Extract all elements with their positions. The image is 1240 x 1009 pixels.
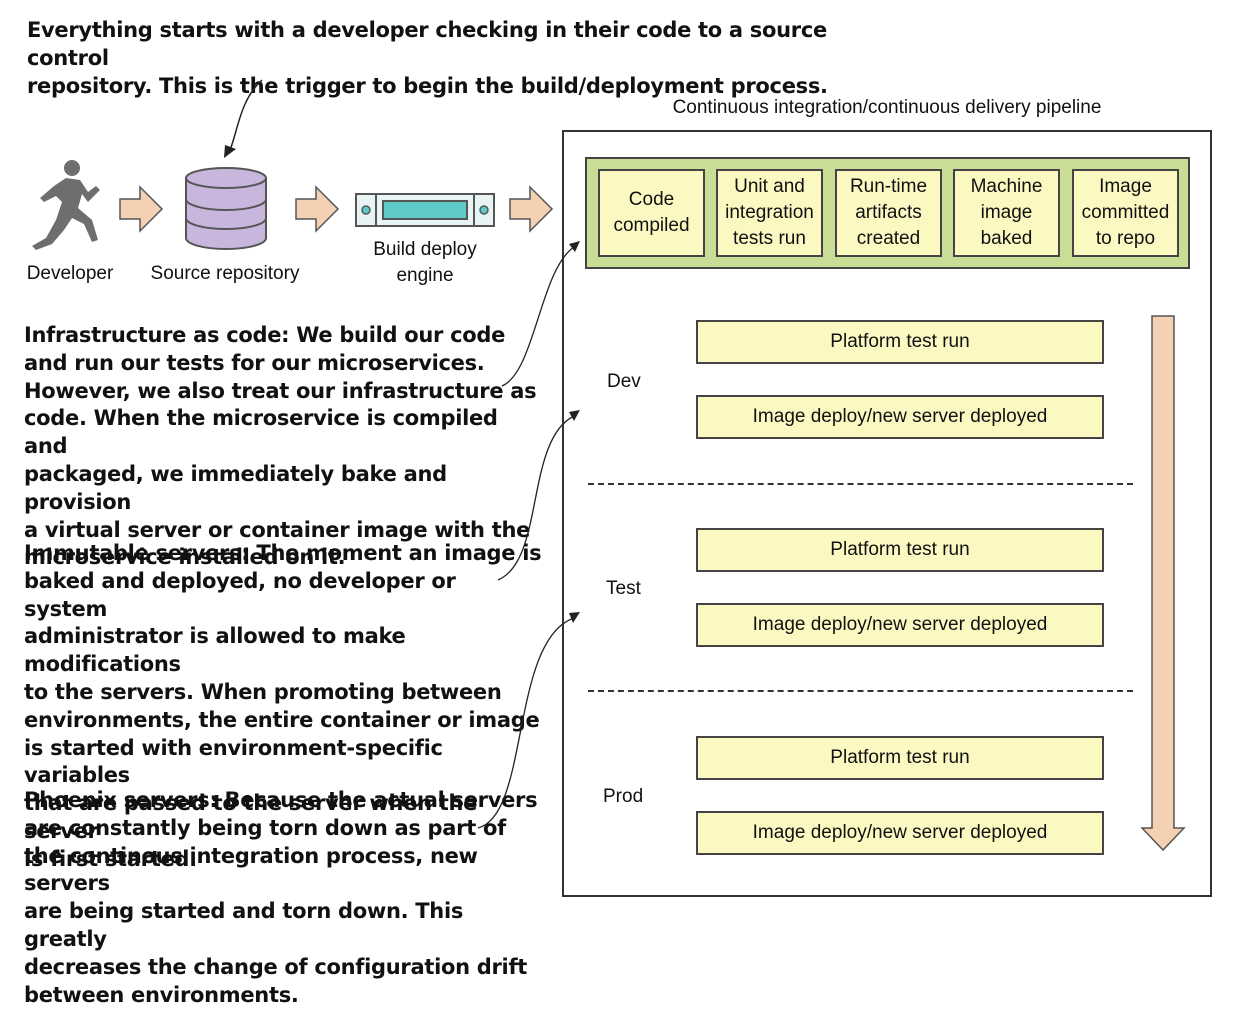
env-divider [588, 483, 1133, 485]
stage-code-compiled: Code compiled [598, 169, 705, 257]
test-platform-test-step: Platform test run [696, 528, 1104, 572]
env-label-prod: Prod [603, 786, 644, 807]
build-engine-icon [355, 193, 495, 227]
promotion-down-arrow-icon [1140, 315, 1186, 852]
runner-icon [32, 160, 100, 250]
immutable-servers-note: Immutable servers: The moment an image i… [24, 541, 542, 871]
stage-tests-run: Unit and integration tests run [716, 169, 823, 257]
infrastructure-as-code-note: Infrastructure as code: We build our cod… [24, 323, 537, 570]
build-engine-label: Build deploy engine [373, 239, 477, 286]
stage-image-committed: Image committed to repo [1072, 169, 1179, 257]
stage-artifacts-created: Run-time artifacts created [835, 169, 942, 257]
trigger-note: Everything starts with a developer check… [27, 18, 828, 98]
trigger-callout-arrow [224, 79, 263, 158]
env-label-test: Test [606, 578, 641, 599]
database-icon [185, 167, 267, 250]
env-divider [588, 690, 1133, 692]
flow-arrow-icon [119, 185, 164, 233]
test-image-deploy-step: Image deploy/new server deployed [696, 603, 1104, 647]
note-connector-arrows [477, 241, 580, 829]
prod-image-deploy-step: Image deploy/new server deployed [696, 811, 1104, 855]
dev-platform-test-step: Platform test run [696, 320, 1104, 364]
pipeline-title: Continuous integration/continuous delive… [672, 97, 1102, 118]
flow-arrow-icon [509, 185, 554, 233]
source-repository-label: Source repository [150, 263, 300, 284]
env-label-dev: Dev [607, 371, 641, 392]
dev-image-deploy-step: Image deploy/new server deployed [696, 395, 1104, 439]
flow-arrow-icon [295, 185, 340, 233]
developer-label: Developer [26, 263, 114, 284]
stage-image-baked: Machine image baked [953, 169, 1060, 257]
prod-platform-test-step: Platform test run [696, 736, 1104, 780]
